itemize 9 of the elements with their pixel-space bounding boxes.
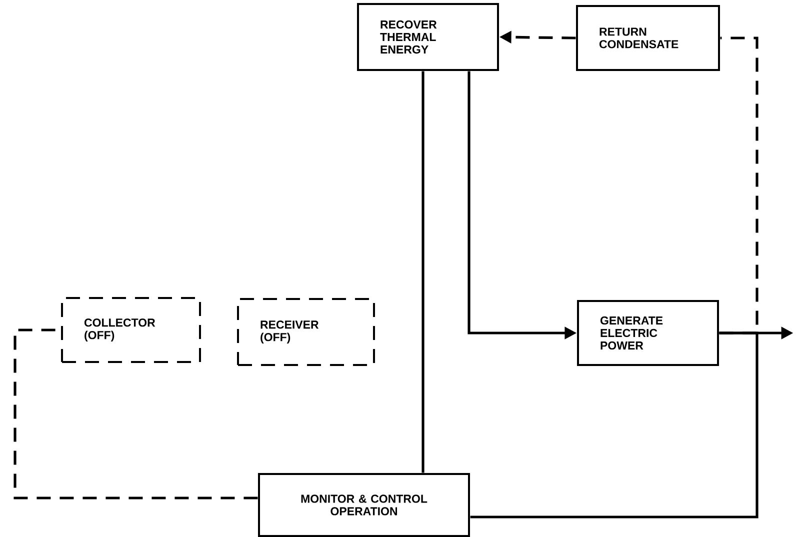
connector-line <box>422 71 424 473</box>
connector-line <box>14 328 258 500</box>
process-box: MONITOR & CONTROL OPERATION <box>258 473 470 537</box>
connector-line <box>470 332 758 518</box>
process-box: RETURN CONDENSATE <box>576 5 720 71</box>
dashed-box: RECEIVER (OFF) <box>237 298 375 366</box>
process-box: RECOVER THERMAL ENERGY <box>357 3 499 71</box>
dashed-box: COLLECTOR (OFF) <box>61 297 201 363</box>
process-box: GENERATE ELECTRIC POWER <box>577 300 719 366</box>
